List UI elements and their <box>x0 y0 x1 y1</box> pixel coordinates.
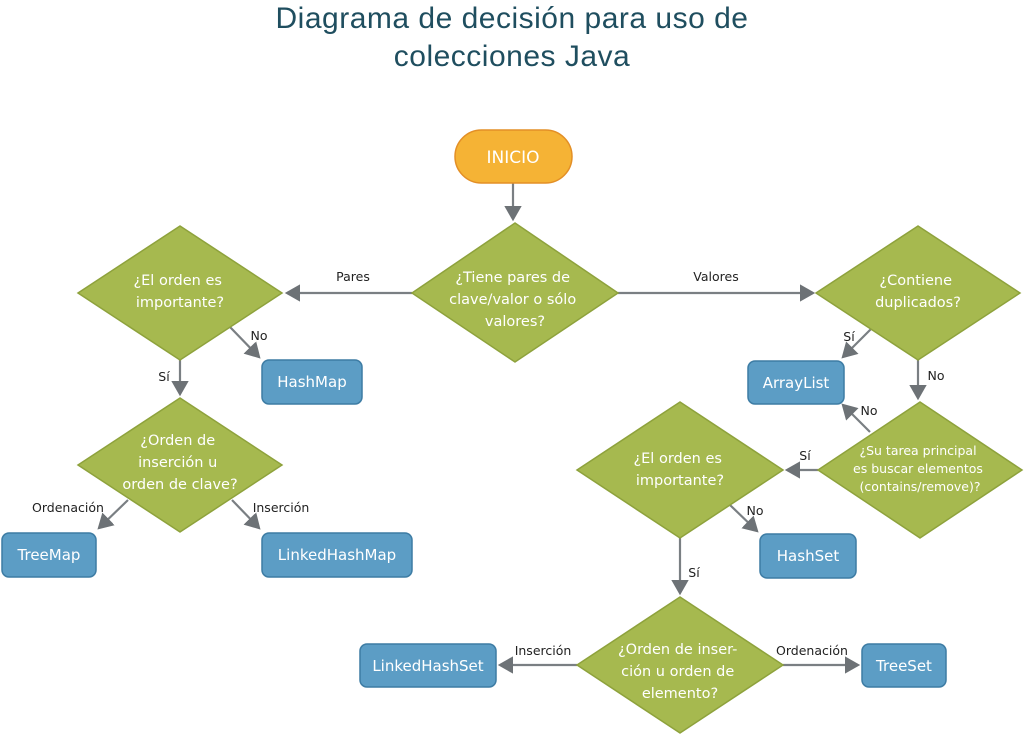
decision-map-kind-text: ¿Orden de inserción u orden de clave? <box>122 433 237 493</box>
result-hashmap: HashMap <box>261 359 363 405</box>
decision-set-order-text: ¿El orden es importante? <box>633 451 726 489</box>
diagram-title: Diagrama de decisión para uso de colecci… <box>0 0 1024 76</box>
linkedhashmap-label: LinkedHashMap <box>278 546 396 564</box>
hashset-label: HashSet <box>777 547 840 565</box>
decision-set-order: ¿El orden es importante? <box>575 401 785 539</box>
edge-labels: Pares Valores Sí No Ordenación Inserción… <box>32 269 944 658</box>
result-treeset: TreeSet <box>861 643 947 688</box>
decision-search-text: ¿Su tarea principal es buscar elementos … <box>853 443 987 494</box>
result-treemap: TreeMap <box>1 532 97 578</box>
decision-duplicates-text: ¿Contiene duplicados? <box>875 273 961 311</box>
label-map-si: Sí <box>158 369 170 384</box>
arraylist-label: ArrayList <box>763 374 830 392</box>
label-pares: Pares <box>336 269 370 284</box>
arrow-map-no <box>229 326 261 359</box>
decision-search: ¿Su tarea principal es buscar elementos … <box>816 401 1024 539</box>
result-hashset: HashSet <box>759 533 857 579</box>
label-dup-si: Sí <box>843 329 855 344</box>
label-map-no: No <box>251 328 268 343</box>
result-arraylist: ArrayList <box>747 360 845 405</box>
title-line-2: colecciones Java <box>393 40 631 73</box>
start-label: INICIO <box>486 148 539 168</box>
treemap-label: TreeMap <box>17 546 81 564</box>
title-line-1: Diagrama de decisión para uso de <box>275 2 749 35</box>
treeset-label: TreeSet <box>875 657 932 675</box>
label-valores: Valores <box>693 269 738 284</box>
arrow-dup-si <box>841 326 874 359</box>
label-dup-no: No <box>928 368 945 383</box>
arrow-set-no <box>729 504 759 533</box>
result-linkedhashmap: LinkedHashMap <box>261 532 413 578</box>
decision-map-order-text: ¿El orden es importante? <box>133 273 226 311</box>
label-set-si: Sí <box>688 565 700 580</box>
label-insercion-map: Inserción <box>253 500 310 515</box>
label-ordenacion-map: Ordenación <box>32 500 104 515</box>
arrow-ordenacion-map <box>97 499 129 530</box>
edges <box>97 183 927 674</box>
decision-pairs-text: ¿Tiene pares de clave/valor o sólo valor… <box>449 270 581 330</box>
result-linkedhashset: LinkedHashSet <box>359 643 497 688</box>
label-ordenacion-set: Ordenación <box>776 643 848 658</box>
decision-duplicates: ¿Contiene duplicados? <box>814 225 1022 361</box>
decision-set-kind: ¿Orden de inser- ción u orden de element… <box>575 596 785 734</box>
arrow-insercion-map <box>231 499 261 530</box>
decision-map-order: ¿El orden es importante? <box>76 225 284 361</box>
label-search-no: No <box>861 403 878 418</box>
label-set-no: No <box>747 503 764 518</box>
arrow-search-no <box>841 403 871 433</box>
decision-set-kind-text: ¿Orden de inser- ción u orden de element… <box>618 642 742 702</box>
label-insercion-set: Inserción <box>515 643 572 658</box>
decision-pairs: ¿Tiene pares de clave/valor o sólo valor… <box>410 222 620 363</box>
linkedhashset-label: LinkedHashSet <box>372 657 483 675</box>
label-search-si: Sí <box>799 448 811 463</box>
decision-map-kind: ¿Orden de inserción u orden de clave? <box>76 397 284 533</box>
hashmap-label: HashMap <box>277 373 346 391</box>
start-node: INICIO <box>454 129 573 184</box>
